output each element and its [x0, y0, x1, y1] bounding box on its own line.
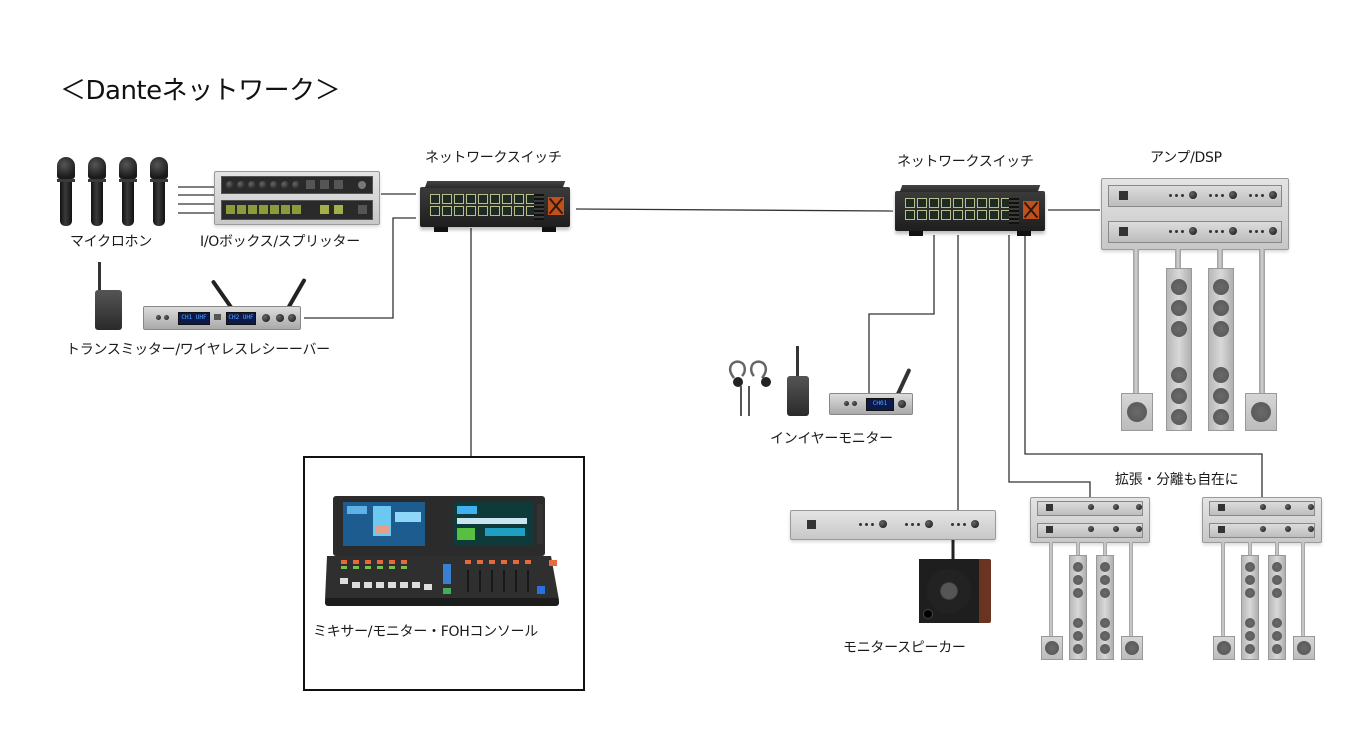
wireless-label: トランスミッター/ワイヤレスレシーーバー	[66, 342, 330, 358]
receiver-display-right: CH2 UHF	[226, 312, 256, 325]
monitor-speaker-label: モニタースピーカー	[843, 640, 966, 656]
switch-fan-icon	[548, 197, 564, 215]
iem-display: CH01	[866, 398, 894, 411]
console-label: ミキサー/モニター・FOHコンソール	[313, 624, 538, 640]
receiver-display-left: CH1 UHF	[178, 312, 210, 325]
column-speaker-icon	[1241, 555, 1259, 660]
microphones-label: マイクロホン	[70, 234, 152, 250]
microphone-icon	[57, 157, 75, 227]
console-frame: ミキサー/モニター・FOHコンソール	[303, 456, 585, 691]
io-box-unit-bottom	[221, 200, 373, 220]
column-speaker-icon	[1069, 555, 1087, 660]
expansion-label: 拡張・分離も自在に	[1115, 472, 1239, 488]
iem-label: インイヤーモニター	[770, 431, 893, 447]
switch-left-label: ネットワークスイッチ	[425, 150, 562, 166]
wire-switch-rack1	[1008, 235, 1091, 498]
wire-switch-rack2	[1024, 235, 1263, 498]
io-box-unit-top	[221, 176, 373, 194]
expansion-rack-1	[1030, 497, 1150, 543]
diagram-title: ＜Danteネットワーク＞	[60, 76, 341, 106]
monitor-speaker-icon	[919, 559, 991, 623]
iem-bodypack-antenna-icon	[796, 346, 799, 376]
earphones-icon	[729, 360, 771, 416]
wire-switch-switch	[575, 208, 894, 212]
amp-dsp-label: アンプ/DSP	[1150, 150, 1222, 166]
iem-transmitter: CH01	[829, 393, 913, 415]
wire-switch-iem	[868, 235, 935, 395]
switch-right-chassis	[895, 185, 1045, 236]
column-speaker-icon	[1096, 555, 1114, 660]
switch-left-chassis	[420, 181, 570, 232]
subwoofer-icon	[1121, 393, 1153, 431]
mixing-console-icon	[325, 496, 559, 606]
iem-bodypack-icon	[787, 376, 809, 416]
switch-fan-icon	[1023, 201, 1039, 219]
expansion-rack-2	[1202, 497, 1322, 543]
bodypack-transmitter-icon	[95, 290, 122, 330]
wireless-receiver: CH1 UHF CH2 UHF	[143, 306, 301, 330]
microphone-icon	[88, 157, 106, 227]
io-box-label: I/Oボックス/スプリッター	[200, 234, 360, 250]
subwoofer-icon	[1245, 393, 1277, 431]
bodypack-antenna-icon	[98, 262, 101, 290]
monitor-amp	[790, 510, 996, 540]
switch-right-label: ネットワークスイッチ	[897, 154, 1034, 170]
wire-wireless-switch	[304, 217, 416, 319]
column-speaker-icon	[1268, 555, 1286, 660]
microphone-icon	[119, 157, 137, 227]
amp-dsp-rack	[1101, 178, 1289, 250]
io-box-chassis	[214, 171, 380, 225]
column-speaker-icon	[1208, 268, 1234, 431]
microphone-icon	[150, 157, 168, 227]
column-speaker-icon	[1166, 268, 1192, 431]
